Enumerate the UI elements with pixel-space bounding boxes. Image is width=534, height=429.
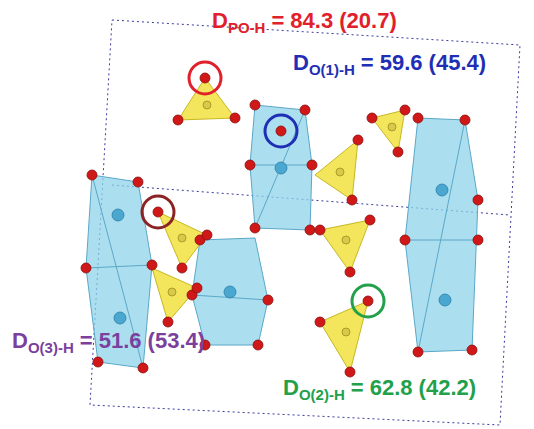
metal-atoms [112, 162, 451, 324]
distance-subscript: O(3)-H [28, 339, 74, 356]
distance-label: DO(2)-H = 62.8 (42.2) [283, 375, 476, 404]
unit-cell [90, 20, 520, 425]
distance-symbol: D [212, 8, 228, 33]
distance-label: DO(3)-H = 51.6 (53.4) [12, 328, 205, 357]
distance-symbol: D [12, 328, 28, 353]
distance-value: = 84.3 (20.7) [271, 8, 396, 33]
distance-label: DO(1)-H = 59.6 (45.4) [293, 50, 486, 79]
distance-subscript: O(1)-H [309, 61, 355, 78]
highlight-circles [142, 62, 384, 317]
distance-value: = 51.6 (53.4) [80, 328, 205, 353]
phosphorus-atoms [168, 101, 396, 336]
distance-subscript: O(2)-H [299, 386, 345, 403]
distance-subscript: PO-H [228, 19, 266, 36]
distance-symbol: D [293, 50, 309, 75]
distance-value: = 62.8 (42.2) [351, 375, 476, 400]
distance-value: = 59.6 (45.4) [361, 50, 486, 75]
distance-symbol: D [283, 375, 299, 400]
distance-label: DPO-H = 84.3 (20.7) [212, 8, 397, 37]
tetrahedra [152, 78, 405, 372]
